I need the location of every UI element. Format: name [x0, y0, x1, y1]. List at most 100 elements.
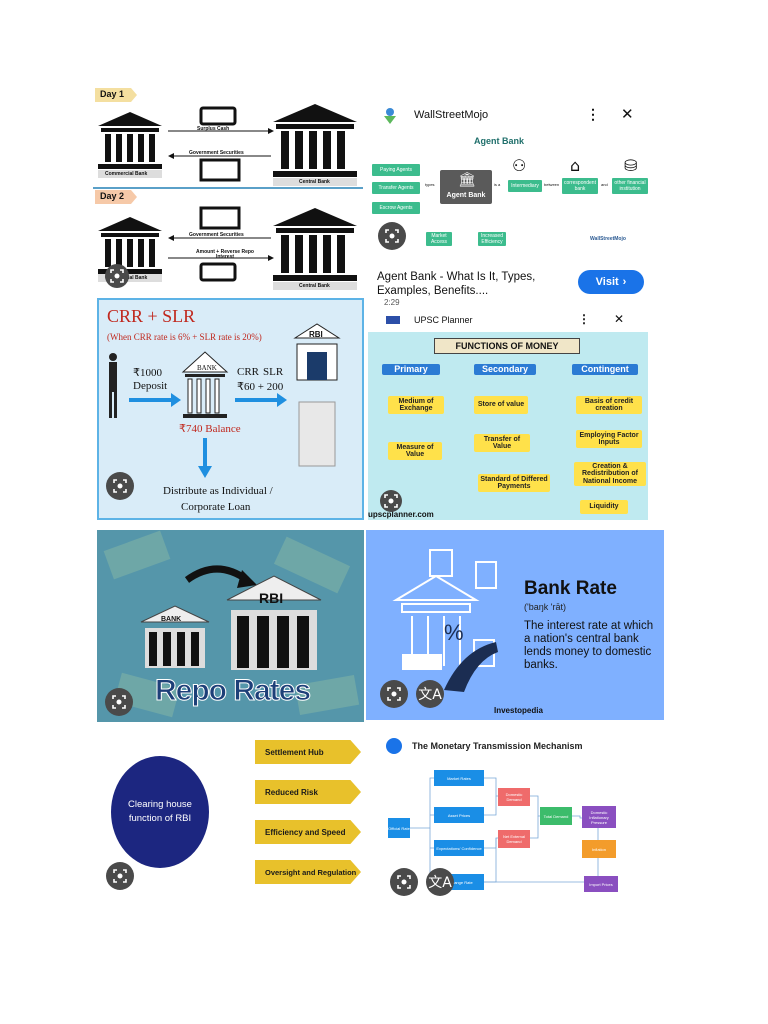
market-access-box: Market Access — [426, 232, 452, 246]
intermediary-box: Intermediary — [508, 180, 542, 192]
google-lens-icon[interactable] — [380, 680, 408, 708]
clearing-house-tile[interactable]: Clearing house function of RBI Settlemen… — [97, 730, 364, 902]
day2-label: Day 2 — [100, 191, 125, 201]
rbi-sign: RBI — [259, 590, 284, 606]
google-lens-icon[interactable] — [105, 264, 129, 288]
repo-diagram — [93, 88, 363, 290]
translate-icon[interactable]: 文A — [426, 868, 454, 896]
repo-diagram-tile[interactable]: Day 1 Day 2 Surplus Cash Government Secu… — [93, 86, 363, 294]
basis-of-credit-creation: Basis of credit creation — [576, 396, 642, 414]
google-lens-icon[interactable] — [106, 862, 134, 890]
mtm-title: The Monetary Transmission Mechanism — [412, 741, 583, 751]
clearing-house-circle: Clearing house function of RBI — [111, 756, 209, 868]
store-of-value: Store of value — [474, 396, 528, 414]
bank-rate-tile[interactable]: % Bank Rate ('baŋk 'rāt) The interest ra… — [366, 530, 664, 720]
wsm-logo-icon — [380, 106, 400, 126]
crr-slr-subtitle: (When CRR rate is 6% + SLR rate is 20%) — [107, 332, 262, 342]
agent-bank-center: 🏛 Agent Bank — [440, 170, 492, 204]
rbi-label: RBI — [309, 330, 323, 339]
medium-of-exchange: Medium of Exchange — [388, 396, 444, 414]
net-external-demand-box: Net External Demand — [498, 830, 530, 848]
result-caption[interactable]: Agent Bank - What Is It, Types, Examples… — [377, 271, 536, 296]
app-header: UPSC Planner ⋮ ✕ — [368, 308, 648, 332]
person-icon — [107, 352, 119, 420]
slr-label: SLR — [263, 366, 284, 378]
functions-of-money-tile[interactable]: 2:29 UPSC Planner ⋮ ✕ FUNCTIONS OF MONEY… — [368, 298, 648, 520]
bank-rate-phonetic: ('baŋk 'rāt) — [524, 602, 566, 612]
repo-rates-graphics — [97, 530, 364, 722]
gov-sec-label-2: Government Securities — [189, 232, 244, 238]
secondary-head: Secondary — [474, 364, 536, 375]
app-name: UPSC Planner — [414, 315, 473, 325]
agent-bank-title: Agent Bank — [474, 136, 525, 146]
connector-is-a: is a — [494, 182, 501, 187]
close-icon[interactable]: ✕ — [621, 106, 634, 123]
fm-title: FUNCTIONS OF MONEY — [434, 338, 580, 354]
google-lens-icon[interactable] — [380, 490, 402, 512]
efficiency-speed-banner: Efficiency and Speed — [255, 820, 361, 844]
more-options-icon[interactable]: ⋮ — [578, 312, 590, 326]
reduced-risk-banner: Reduced Risk — [255, 780, 361, 804]
mtm-tile[interactable]: The Monetary Transmission Mechanism Offi… — [368, 730, 648, 902]
building-icon: ⌂ — [570, 156, 581, 175]
percent-symbol: % — [444, 620, 464, 645]
more-options-icon[interactable]: ⋮ — [586, 106, 600, 122]
chart-icon — [386, 738, 402, 754]
connector-types: types — [425, 182, 435, 187]
bank-sign: BANK — [161, 616, 182, 623]
oversight-regulation-banner: Oversight and Regulation — [255, 860, 361, 884]
distribute-line-1: Distribute as Individual / — [163, 485, 273, 497]
crr-slr-amounts: ₹60 + 200 — [237, 381, 284, 393]
measure-of-value: Measure of Value — [388, 442, 442, 460]
deposit-label: Deposit — [133, 380, 168, 392]
agent-bank-tile[interactable]: WallStreetMojo ⋮ ✕ Agent Bank Paying Age… — [368, 98, 648, 296]
close-icon[interactable]: ✕ — [614, 312, 625, 326]
balance-label: ₹740 Balance — [179, 423, 241, 435]
google-lens-icon[interactable] — [105, 688, 133, 716]
handshake-icon: ⚇ — [512, 156, 527, 175]
chevron-right-icon: › — [622, 276, 627, 288]
repo-rates-tile[interactable]: BANK RBI Repo Rates — [97, 530, 364, 722]
finance-icon: ⛁ — [624, 156, 638, 175]
surplus-cash-label: Surplus Cash — [197, 126, 230, 132]
standard-of-differed-payments: Standard of Differed Payments — [478, 474, 550, 492]
escrow-agents-box: Escrow Agents — [372, 202, 420, 214]
upsc-logo-icon — [386, 316, 400, 324]
visit-button[interactable]: Visit› — [578, 270, 644, 294]
transfer-of-value: Transfer of Value — [474, 434, 530, 452]
creation-redistribution: Creation & Redistribution of National In… — [574, 462, 646, 486]
crr-slr-title: CRR + SLR — [107, 306, 196, 326]
status-time: 2:29 — [384, 298, 400, 307]
wsm-watermark: WallStreetMojo — [590, 236, 626, 242]
bank-building-icon: 🏛 — [458, 172, 476, 188]
primary-head: Primary — [382, 364, 440, 375]
google-lens-icon[interactable] — [378, 222, 406, 250]
contingent-head: Contingent — [572, 364, 638, 375]
inflation-box: Inflation — [582, 840, 616, 858]
translate-icon[interactable]: 文A — [416, 680, 444, 708]
central-bank-label-1: Central Bank — [299, 179, 330, 185]
market-rates-box: Market Rates — [434, 770, 484, 786]
bank-rate-title: Bank Rate — [524, 578, 617, 599]
google-lens-icon[interactable] — [106, 472, 134, 500]
official-rate-box: Official Rate — [388, 818, 410, 838]
crr-slr-tile[interactable]: CRR + SLR (When CRR rate is 6% + SLR rat… — [97, 298, 364, 520]
crr-slr-graphics — [129, 323, 341, 478]
investopedia-source: Investopedia — [494, 706, 543, 715]
google-lens-icon[interactable] — [390, 868, 418, 896]
visit-button-label: Visit — [595, 276, 619, 288]
crr-label: CRR — [237, 366, 260, 378]
bank-label: BANK — [197, 364, 217, 372]
correspondent-bank-box: correspondent bank — [562, 178, 598, 194]
deposit-amount: ₹1000 — [133, 367, 162, 379]
amount-label: Amount + Reverse Repo Interest — [196, 249, 254, 260]
employing-factor-inputs: Employing Factor Inputs — [576, 430, 642, 448]
import-prices-box: Import Prices — [584, 876, 618, 892]
other-fi-box: other financial institution — [612, 178, 648, 194]
bank-rate-graphics — [392, 549, 498, 692]
distribute-line-2: Corporate Loan — [181, 501, 251, 513]
domestic-inflationary-pressure-box: Domestic Inflationary Pressure — [582, 806, 616, 828]
connector-and: and — [601, 182, 608, 187]
settlement-hub-banner: Settlement Hub — [255, 740, 361, 764]
connector-between: between — [544, 182, 560, 187]
